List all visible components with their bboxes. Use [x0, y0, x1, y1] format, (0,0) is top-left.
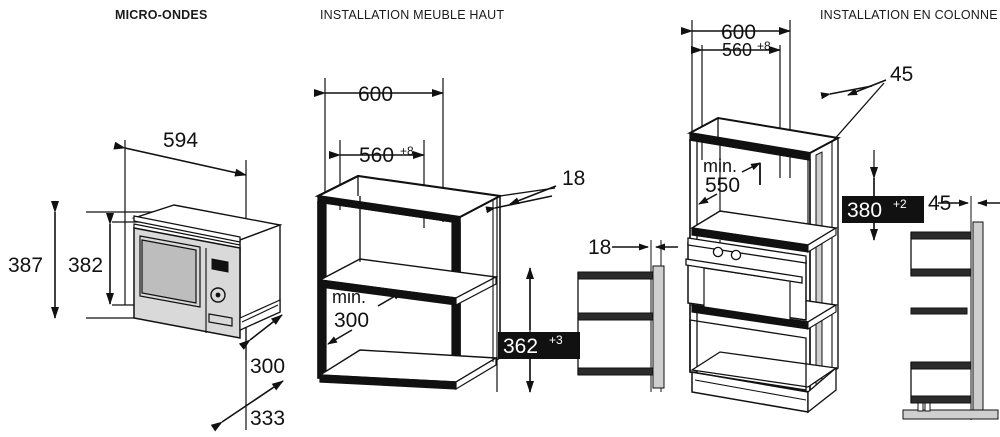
- mw-dim-382-label: 382: [68, 254, 103, 277]
- mw-dim-387-label: 387: [8, 254, 43, 277]
- mw-dim-594-label: 594: [163, 129, 198, 152]
- mw-dim-382: 382: [68, 213, 114, 305]
- wc-dim-560: 560 +8: [329, 144, 425, 167]
- col-dim-min-550: min. 550: [698, 156, 761, 205]
- col-dim-380-tolerance: +2: [893, 197, 907, 211]
- col-side-section: 45: [902, 192, 1000, 420]
- mw-dim-333-label: 333: [250, 407, 285, 430]
- col-dim-45-top-label: 45: [890, 63, 913, 86]
- wc-dim-18-top-label: 18: [562, 167, 585, 190]
- figure-title-installation-en-colonne: INSTALLATION EN COLONNE: [820, 8, 998, 22]
- figure-en-colonne: 600 560 +8: [681, 20, 1000, 420]
- wc-dim-362-badge: [498, 332, 580, 359]
- col-dim-380-badge: [842, 196, 924, 223]
- wc-dim-362-tolerance: +3: [549, 333, 563, 347]
- col-dim-45-top: 45: [820, 63, 913, 143]
- wc-dim-18-top: 18: [485, 167, 585, 214]
- col-dim-560: 560 +8: [691, 39, 781, 60]
- wc-side-section: 18: [577, 236, 678, 392]
- wc-cabinet: [314, 174, 504, 391]
- wc-dim-560-tolerance: +8: [400, 144, 414, 158]
- col-dim-560-tolerance: +8: [757, 39, 771, 53]
- mw-dim-594: 594: [113, 129, 247, 177]
- col-dim-380: 380 +2: [842, 167, 924, 241]
- figure-micro-ondes: 594 387 382: [8, 129, 285, 432]
- wc-dim-362: 362 +3: [498, 267, 580, 393]
- figure-title-micro-ondes: MICRO-ONDES: [115, 8, 208, 22]
- wc-dim-362-label: 362: [503, 335, 538, 358]
- col-dim-550-label: 550: [705, 174, 740, 197]
- wc-dim-300-label: 300: [334, 309, 369, 332]
- col-dim-min-label: min.: [703, 156, 737, 176]
- col-dim-560-label: 560: [722, 40, 752, 60]
- mw-dim-333: 333: [210, 380, 285, 432]
- col-oven: [685, 237, 807, 391]
- col-dim-600-label: 600: [721, 21, 756, 44]
- mw-body: [131, 204, 283, 339]
- wc-dim-600: 600: [314, 83, 444, 106]
- mw-dim-300: 300: [238, 314, 285, 378]
- wc-dim-600-label: 600: [358, 83, 393, 106]
- figure-title-installation-meuble-haut: INSTALLATION MEUBLE HAUT: [320, 8, 505, 22]
- wc-dim-min-300: min. 300: [327, 287, 403, 345]
- col-dim-600: 600: [681, 21, 791, 44]
- col-dim-380-label: 380: [847, 199, 882, 222]
- mw-dim-387: 387: [8, 201, 59, 319]
- col-dim-45-side-label: 45: [928, 192, 951, 215]
- wc-dim-560-label: 560: [359, 144, 394, 167]
- figure-meuble-haut: 600 560 +8: [314, 78, 678, 393]
- mw-dim-300-label: 300: [250, 355, 285, 378]
- wc-dim-min-label: min.: [332, 287, 366, 307]
- wc-dim-18-side-label: 18: [588, 236, 611, 259]
